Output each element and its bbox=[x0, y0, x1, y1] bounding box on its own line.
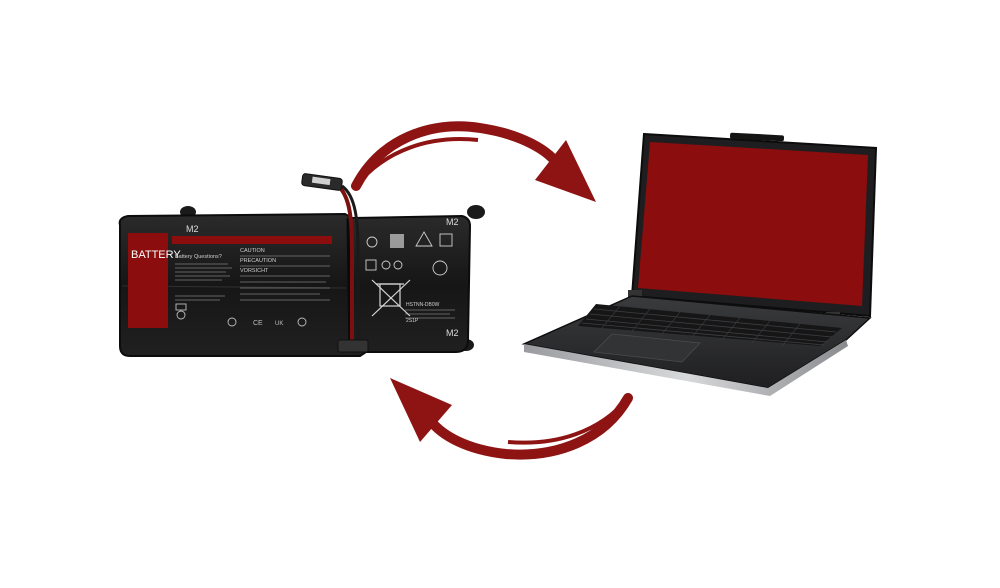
connector-mark: M2 bbox=[446, 217, 459, 227]
curved-arrow-left-icon bbox=[390, 378, 633, 460]
wire bbox=[336, 184, 354, 340]
fine-print bbox=[175, 255, 455, 319]
connector-mark: M2 bbox=[186, 224, 199, 234]
keyboard bbox=[578, 304, 842, 346]
caution-heading: CAUTION bbox=[240, 248, 265, 254]
warning-strip bbox=[172, 236, 332, 244]
laptop-screen bbox=[638, 142, 868, 306]
questions-heading: Battery Questions? bbox=[175, 254, 222, 260]
hinge bbox=[628, 290, 642, 300]
battery-label: BATTERY bbox=[131, 249, 181, 261]
battery-body bbox=[118, 212, 472, 357]
mount-tab bbox=[467, 205, 485, 219]
vorsicht-heading: VORSICHT bbox=[240, 268, 269, 274]
precaution-heading: PRECAUTION bbox=[240, 258, 276, 264]
crossed-out-bin-icon bbox=[371, 279, 411, 317]
curved-arrow-right-icon bbox=[351, 121, 596, 202]
cell-divider bbox=[346, 217, 352, 353]
certification-marks: CE UK bbox=[175, 303, 307, 327]
svg-text:UK: UK bbox=[275, 321, 283, 327]
safety-symbols bbox=[365, 231, 453, 276]
battery-pack: BATTERY M2 M2 M2 Battery Questions? CAUT… bbox=[118, 173, 485, 357]
model-line: HSTNN-DB0W bbox=[406, 302, 440, 308]
model-line: 2S1P bbox=[406, 318, 419, 324]
svg-text:CE: CE bbox=[253, 320, 263, 327]
keyboard-rows bbox=[581, 308, 837, 346]
battery-label-panel bbox=[128, 233, 168, 328]
laptop bbox=[521, 132, 878, 396]
connector-mark: M2 bbox=[446, 328, 459, 338]
touchpad bbox=[593, 333, 701, 363]
keyboard-columns bbox=[601, 305, 801, 347]
